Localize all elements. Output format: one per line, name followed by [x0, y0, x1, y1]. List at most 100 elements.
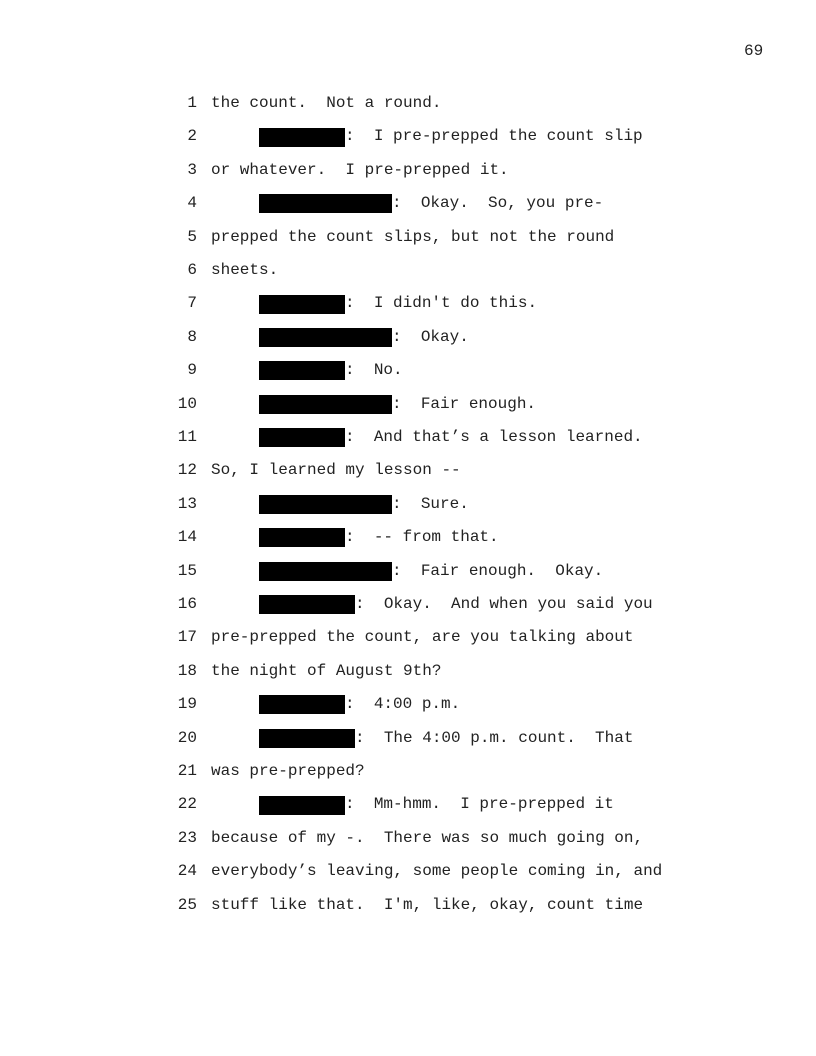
line-number: 14 [177, 528, 197, 547]
line-text: Mm-hmm. I pre-prepped it [373, 795, 614, 814]
line-number: 1 [187, 94, 197, 112]
line-number: 22 [177, 795, 197, 814]
line-text: was pre-prepped? [211, 762, 365, 780]
line-text: everybody’s leaving, some people coming … [211, 862, 663, 881]
line-text: pre-prepped the count, are you talking a… [211, 628, 634, 647]
speaker-turn: : Fair enough. [259, 388, 536, 421]
speaker-turn: : Sure. [259, 488, 469, 521]
line-number: 24 [177, 862, 197, 881]
speaker-colon: : [392, 327, 421, 346]
transcript-line: 19: 4:00 p.m. [0, 688, 816, 721]
line-number: 16 [177, 595, 197, 613]
line-text: the count. Not a round. [211, 94, 442, 112]
line-text: the night of August 9th? [211, 661, 442, 680]
speaker-turn: : I pre-prepped the count slip [259, 120, 643, 153]
speaker-turn: : Mm-hmm. I pre-prepped it [259, 788, 614, 821]
speaker-colon: : [345, 695, 374, 714]
speaker-colon: : [345, 528, 374, 547]
transcript-line: 15: Fair enough. Okay. [0, 555, 816, 588]
line-text: And that’s a lesson learned. [373, 428, 643, 446]
line-number: 25 [177, 895, 197, 914]
line-number: 5 [187, 227, 197, 246]
transcript-line: 9 : No. [0, 354, 816, 387]
transcript-line: 20: The 4:00 p.m. count. That [0, 722, 816, 755]
transcript-line: 14: -- from that. [0, 521, 816, 554]
speaker-turn: : The 4:00 p.m. count. That [259, 722, 633, 755]
line-number: 10 [177, 394, 197, 413]
line-number: 11 [177, 428, 197, 446]
line-number: 17 [177, 628, 197, 647]
redaction-box [259, 428, 345, 448]
transcript-line: 8: Okay. [0, 321, 816, 354]
speaker-turn: : I didn't do this. [259, 287, 537, 320]
line-text: Sure. [420, 494, 469, 513]
line-number: 8 [187, 327, 197, 346]
transcript-line: 4 : Okay. So, you pre- [0, 187, 816, 220]
transcript-line: 18 the night of August 9th? [0, 655, 816, 688]
line-number: 9 [187, 361, 197, 380]
transcript-line: 16 : Okay. And when you said you [0, 588, 816, 621]
transcript-line: 17 pre-prepped the count, are you talking… [0, 621, 816, 654]
transcript-line: 10: Fair enough. [0, 388, 816, 421]
transcript-line: 11: And that’s a lesson learned. [0, 421, 816, 454]
redaction-box [259, 294, 345, 314]
line-text: prepped the count slips, but not the rou… [211, 227, 615, 246]
speaker-colon: : [345, 795, 374, 814]
redaction-box [259, 328, 392, 347]
redaction-box [259, 595, 355, 615]
line-text: sheets. [211, 261, 279, 279]
speaker-turn: : -- from that. [259, 521, 499, 554]
transcript-line: 12 So, I learned my lesson -- [0, 454, 816, 487]
line-text: or whatever. I pre-prepped it. [211, 160, 509, 179]
transcript-line: 13: Sure. [0, 488, 816, 521]
line-text: I pre-prepped the count slip [373, 127, 643, 146]
redaction-box [259, 728, 355, 748]
transcript-line: 21 was pre-prepped? [0, 755, 816, 788]
redaction-box [259, 127, 345, 147]
line-text: 4:00 p.m. [373, 695, 461, 714]
transcript-line: 23 because of my -. There was so much goi… [0, 822, 816, 855]
speaker-turn: : Okay. So, you pre- [259, 187, 603, 220]
line-number: 21 [177, 762, 197, 780]
line-number: 12 [177, 461, 197, 480]
speaker-colon: : [392, 494, 421, 513]
line-text: Fair enough. Okay. [420, 561, 604, 580]
transcript-line: 1 the count. Not a round. [0, 87, 816, 120]
line-text: Okay. And when you said you [383, 595, 653, 613]
line-text: -- from that. [373, 528, 499, 547]
line-number: 13 [177, 494, 197, 513]
line-text: The 4:00 p.m. count. That [383, 728, 634, 747]
line-text: because of my -. There was so much going… [211, 828, 644, 847]
line-number: 2 [187, 127, 197, 146]
redaction-box [259, 361, 345, 381]
transcript-line: 5 prepped the count slips, but not the ro… [0, 221, 816, 254]
line-number: 18 [177, 661, 197, 680]
line-number: 23 [177, 828, 197, 847]
line-number: 19 [177, 695, 197, 714]
line-text: Okay. [420, 327, 469, 346]
transcript-line: 22: Mm-hmm. I pre-prepped it [0, 788, 816, 821]
speaker-turn: : Okay. [259, 321, 469, 354]
redaction-box [259, 495, 392, 514]
transcript-line: 7 : I didn't do this. [0, 287, 816, 320]
transcript-line: 24 everybody’s leaving, some people comin… [0, 855, 816, 888]
line-text: Fair enough. [420, 394, 537, 413]
line-number: 15 [177, 561, 197, 580]
redaction-box [259, 194, 392, 214]
line-text: No. [373, 361, 403, 380]
redaction-box [259, 394, 392, 414]
speaker-colon: : [355, 728, 384, 747]
speaker-colon: : [392, 394, 421, 413]
redaction-box [259, 528, 345, 548]
speaker-turn: : Okay. And when you said you [259, 588, 653, 621]
speaker-colon: : [392, 561, 421, 580]
speaker-turn: : And that’s a lesson learned. [259, 421, 643, 454]
speaker-colon: : [345, 428, 374, 446]
line-number: 7 [187, 294, 197, 313]
speaker-turn: : No. [259, 354, 403, 387]
speaker-colon: : [345, 294, 374, 313]
line-number: 4 [187, 194, 197, 213]
line-text: So, I learned my lesson -- [211, 461, 461, 480]
